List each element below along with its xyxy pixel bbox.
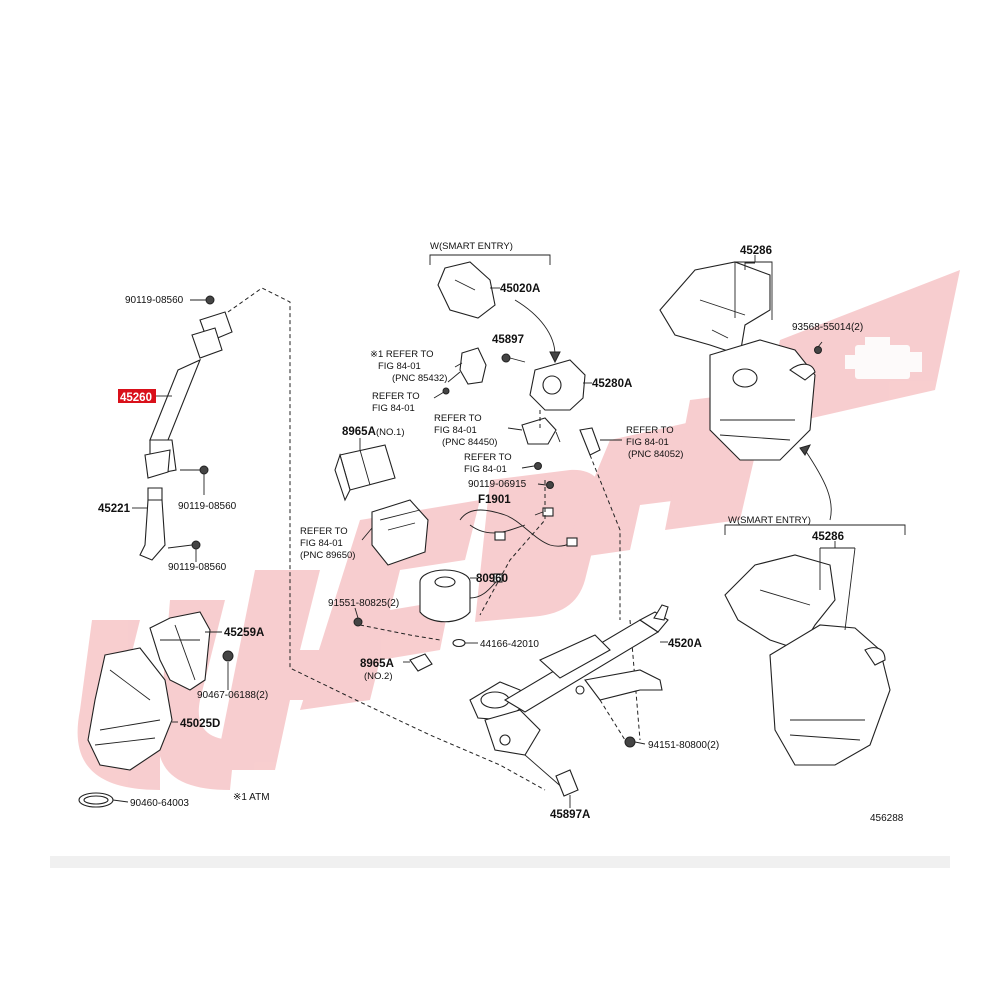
screw-93568 (814, 346, 822, 354)
label-ref1-line2: FIG 84-01 (378, 361, 421, 372)
steering-boot (87, 647, 178, 771)
label-atm-note: ※1 ATM (233, 792, 270, 803)
oring-44166 (452, 638, 466, 648)
label-91551: 91551-80825(2) (328, 598, 399, 609)
label-no1: (NO.1) (376, 427, 405, 438)
clip-fig84 (534, 462, 542, 470)
connector-84052 (579, 427, 622, 456)
label-ref1-line1: ※1 REFER TO (370, 349, 434, 360)
label-ref4-line2: FIG 84-01 (626, 437, 669, 448)
key-cylinder (437, 261, 500, 319)
smart-entry-bracket-bottom (724, 524, 906, 535)
label-45280A: 45280A (592, 378, 632, 390)
label-ref6-line2: FIG 84-01 (300, 538, 343, 549)
column-cover-lower-top (709, 339, 816, 461)
label-F1901: F1901 (478, 494, 511, 506)
bracket-45286-top (734, 255, 773, 320)
label-ref3-line3: (PNC 84450) (442, 437, 497, 448)
wire-harness-F1901 (459, 507, 578, 547)
nut-94151 (624, 736, 636, 748)
sensor-84450 (521, 417, 561, 445)
label-93568: 93568-55014(2) (792, 322, 863, 333)
label-4520A: 4520A (668, 638, 702, 650)
label-94151: 94151-80800(2) (648, 740, 719, 751)
label-ref1-line3: (PNC 85432) (392, 373, 447, 384)
arrow-45020A (514, 299, 556, 356)
label-ref2-line2: FIG 84-01 (372, 403, 415, 414)
label-no2: (NO.2) (364, 671, 393, 682)
label-8965A-no2: 8965A (360, 658, 394, 670)
ecu-8965A-no1 (334, 444, 396, 502)
label-ref3-line1: REFER TO (434, 413, 482, 424)
label-45259A: 45259A (224, 627, 264, 639)
label-44166: 44166-42010 (480, 639, 539, 650)
label-45221: 45221 (98, 503, 131, 515)
label-ref4-line1: REFER TO (626, 425, 674, 436)
label-45025D: 45025D (180, 718, 220, 730)
label-ref6-line1: REFER TO (300, 526, 348, 537)
screw-90119-06915 (546, 481, 554, 489)
label-90467: 90467-06188(2) (197, 690, 268, 701)
intermediate-shaft-assembly (139, 295, 233, 562)
label-45897: 45897 (492, 334, 524, 346)
arrow-cover-link (804, 449, 832, 521)
label-smart-entry-bottom: W(SMART ENTRY) (728, 515, 811, 526)
label-ref5-line2: FIG 84-01 (464, 464, 507, 475)
label-45260: 45260 (120, 392, 152, 404)
steering-column-4520A (469, 604, 669, 756)
label-45020A: 45020A (500, 283, 540, 295)
label-90119-08560-a: 90119-08560 (125, 295, 184, 306)
module-89650 (361, 499, 429, 566)
column-cover-lower-bottom (769, 624, 891, 766)
label-90460: 90460-64003 (130, 798, 189, 809)
label-ref6-line3: (PNC 89650) (300, 550, 355, 561)
smart-entry-bracket (429, 254, 551, 265)
label-45897A: 45897A (550, 809, 590, 821)
column-cover-upper-top (659, 261, 771, 356)
label-ref3-line2: FIG 84-01 (434, 425, 477, 436)
spiral-cable-80960 (419, 569, 503, 623)
highlight-45260 (118, 389, 156, 403)
bolt-45897A (524, 754, 579, 808)
label-smart-entry-top: W(SMART ENTRY) (430, 241, 513, 252)
dashed-guide-left (227, 287, 546, 791)
footer-bar (50, 856, 950, 868)
label-90119-08560-c: 90119-08560 (168, 562, 227, 573)
label-80960: 80960 (476, 573, 508, 585)
label-45286-top: 45286 (740, 245, 772, 257)
label-ref5-line1: REFER TO (464, 452, 512, 463)
label-90119-08560-b: 90119-08560 (178, 501, 237, 512)
label-8965A-no1: 8965A (342, 426, 376, 438)
clamp (78, 792, 129, 808)
column-cover-upper-bottom (724, 554, 836, 651)
label-90119-06915: 90119-06915 (468, 479, 527, 490)
label-45286-bottom: 45286 (812, 531, 844, 543)
ecu-8965A-no2 (403, 653, 433, 672)
label-figure-number: 456288 (870, 813, 904, 824)
label-ref2-line1: REFER TO (372, 391, 420, 402)
column-hole-cover (149, 611, 234, 691)
switch-85432 (433, 347, 487, 399)
label-ref4-line3: (PNC 84052) (628, 449, 683, 460)
lock-housing (501, 353, 592, 411)
dashed-guide-center (359, 410, 641, 741)
bracket-45286-bottom (819, 541, 856, 631)
screw-91551 (353, 617, 363, 627)
